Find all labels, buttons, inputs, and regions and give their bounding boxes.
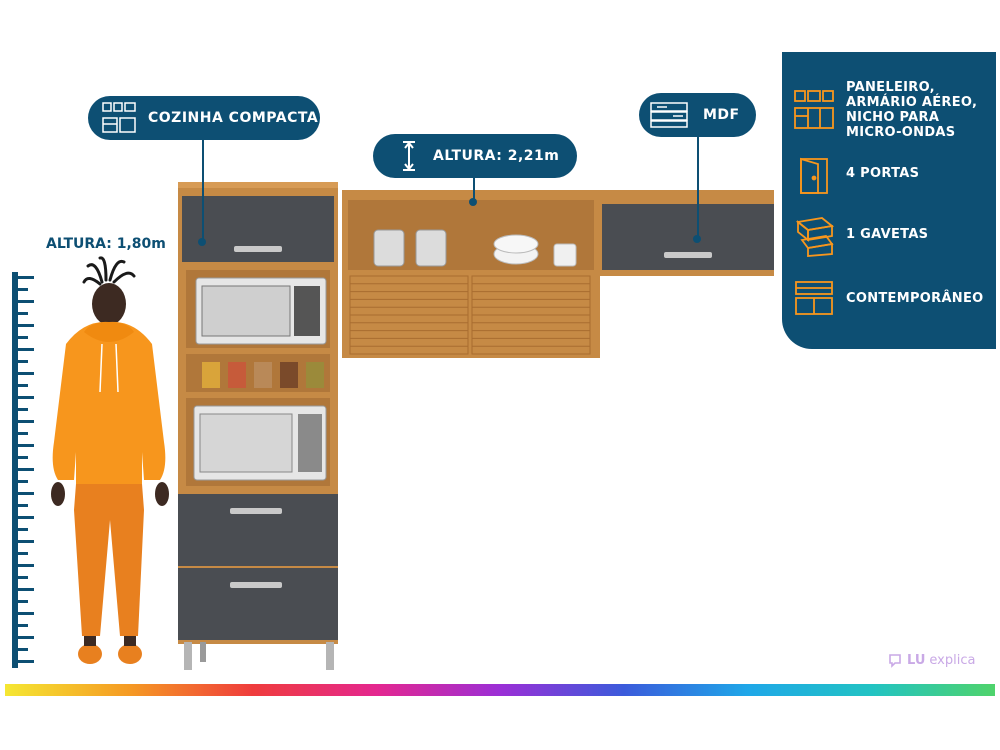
mdf-board-icon [650, 102, 688, 128]
ruler-tick [18, 420, 34, 423]
compact-kitchen-badge: COZINHA COMPACTA [88, 96, 320, 140]
ruler-tick [18, 648, 28, 651]
ruler-tick [18, 636, 34, 639]
feature-modules: PANELEIRO, ARMÁRIO AÉREO, NICHO PARA MIC… [846, 80, 977, 140]
feature-drawers: 1 GAVETAS [846, 227, 929, 242]
kitchen-furniture [178, 182, 774, 670]
height-ruler [12, 272, 34, 668]
features-panel: PANELEIRO, ARMÁRIO AÉREO, NICHO PARA MIC… [782, 52, 996, 349]
rainbow-bar [5, 684, 995, 696]
logo-word: explica [929, 652, 976, 668]
ruler-tick [18, 408, 28, 411]
feature-modules-line: ARMÁRIO AÉREO, [846, 95, 978, 110]
ruler-tick [18, 276, 34, 279]
ruler-tick [18, 660, 34, 663]
ruler-tick [18, 336, 28, 339]
total-height-label: ALTURA: 2,21m [433, 148, 560, 164]
compact-kitchen-dot [198, 238, 206, 246]
total-height-dot [469, 198, 477, 206]
ruler-tick [18, 432, 28, 435]
material-dot [693, 235, 701, 243]
ruler-tick [18, 612, 34, 615]
lu-logo-icon [889, 654, 901, 668]
logo-brand: LU [907, 652, 926, 668]
total-height-badge: ALTURA: 2,21m [373, 134, 577, 178]
compact-kitchen-label: COZINHA COMPACTA [148, 110, 319, 126]
material-label: MDF [703, 107, 740, 123]
ruler-tick [18, 504, 28, 507]
ruler-tick [18, 600, 28, 603]
ruler-tick [18, 552, 28, 555]
ruler-tick [18, 468, 34, 471]
feature-modules-line: NICHO PARA [846, 110, 940, 125]
ruler-tick [18, 492, 34, 495]
feature-doors: 4 PORTAS [846, 166, 920, 181]
drawer-icon [795, 217, 835, 257]
ruler-tick [18, 456, 28, 459]
material-badge: MDF [639, 93, 756, 137]
person-figure [51, 256, 169, 664]
material-connector [697, 137, 699, 237]
door-icon [800, 157, 828, 194]
ruler-tick [18, 300, 34, 303]
height-arrow-icon [403, 141, 415, 171]
feature-modules-line: MICRO-ONDAS [846, 125, 956, 140]
ruler-tick [18, 576, 28, 579]
ruler-tick [18, 528, 28, 531]
ruler-tick [18, 564, 34, 567]
feature-modules-line: PANELEIRO, [846, 80, 935, 95]
ruler-tick [18, 360, 28, 363]
contemporary-furniture-icon [795, 281, 833, 315]
ruler-tick [18, 324, 34, 327]
compact-kitchen-icon [102, 102, 136, 133]
ruler-tick [18, 480, 28, 483]
compact-kitchen-connector [202, 140, 204, 242]
ruler-tick [18, 396, 34, 399]
ruler-tick [18, 288, 28, 291]
ruler-tick [18, 516, 34, 519]
ruler-tick [18, 444, 34, 447]
ruler-tick [18, 540, 34, 543]
person-height-label: ALTURA: 1,80m [46, 236, 166, 252]
ruler-tick [18, 372, 34, 375]
ruler-tick [18, 348, 34, 351]
lu-explica-logo: LU explica [887, 652, 975, 668]
kitchen-modules-icon [794, 90, 834, 129]
ruler-tick [18, 312, 28, 315]
ruler-tick [18, 588, 34, 591]
ruler-tick [18, 624, 28, 627]
ruler-tick [18, 384, 28, 387]
total-height-connector [473, 178, 475, 200]
feature-style: CONTEMPORÂNEO [846, 291, 984, 306]
